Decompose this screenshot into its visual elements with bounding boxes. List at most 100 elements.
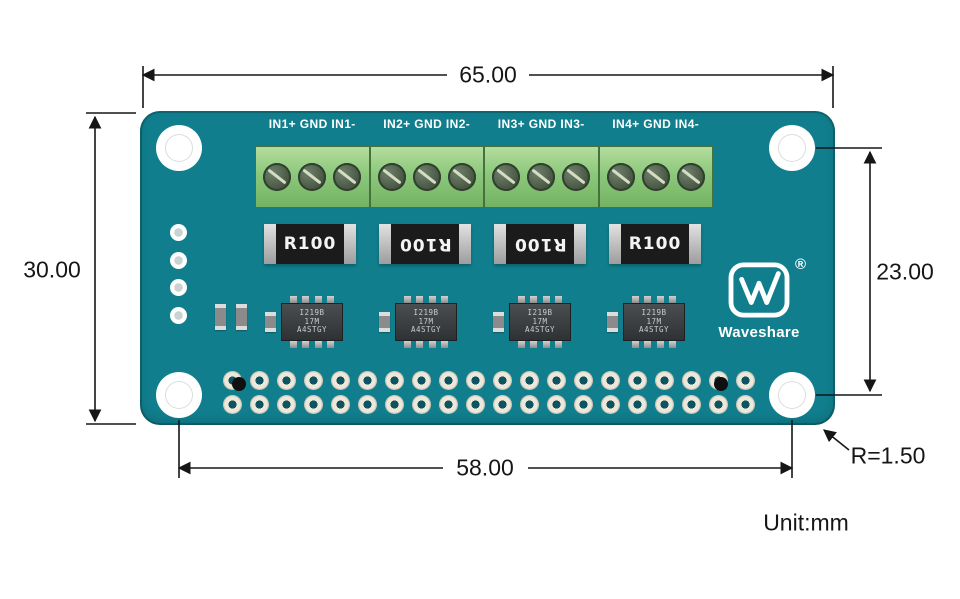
header-hole bbox=[682, 394, 701, 414]
terminal-block bbox=[598, 146, 713, 208]
header-hole bbox=[277, 371, 296, 391]
header-hole bbox=[682, 371, 701, 391]
screw-slot bbox=[452, 168, 472, 185]
side-hole bbox=[170, 224, 187, 241]
sense-ic: I219B 17M A4STGY bbox=[509, 296, 571, 348]
ic-pin bbox=[302, 341, 310, 348]
ic-pin bbox=[289, 341, 297, 348]
header-hole bbox=[304, 371, 323, 391]
header-hole bbox=[412, 371, 431, 391]
shunt-resistor: R100 bbox=[264, 224, 356, 264]
side-hole bbox=[170, 251, 187, 269]
resistor-label: R100 bbox=[398, 234, 452, 254]
terminal-block bbox=[255, 146, 370, 208]
header-hole bbox=[439, 371, 458, 391]
header-hole bbox=[628, 394, 647, 414]
registered-mark: ® bbox=[794, 256, 806, 273]
screw-slot bbox=[566, 168, 586, 185]
sense-ic: I219B 17M A4STGY bbox=[623, 296, 685, 348]
side-hole bbox=[170, 306, 187, 324]
ic-pin bbox=[403, 341, 411, 348]
header-hole bbox=[520, 371, 539, 391]
shunt-resistor: R100 bbox=[494, 224, 586, 264]
ic-marking-line: 17M bbox=[646, 316, 662, 326]
mounting-hole-top-left bbox=[156, 125, 202, 171]
terminal-label: IN2+ GND IN2- bbox=[383, 117, 471, 131]
ic-pin bbox=[517, 341, 525, 348]
screw-slot bbox=[611, 168, 631, 185]
ic-marking: I219B 17M A4STGY bbox=[623, 303, 685, 341]
header-hole bbox=[574, 371, 593, 391]
header-hole bbox=[250, 394, 269, 414]
screw-slot bbox=[382, 168, 402, 185]
ic-pin bbox=[428, 296, 436, 303]
header-hole bbox=[223, 394, 242, 414]
header-hole bbox=[250, 371, 269, 391]
header-hole bbox=[493, 371, 512, 391]
terminal-block bbox=[369, 146, 484, 208]
ic-pin bbox=[542, 296, 550, 303]
side-hole bbox=[170, 279, 187, 297]
ic-pin bbox=[669, 296, 677, 303]
terminal-label: IN1+ GND IN1- bbox=[268, 117, 356, 131]
waveshare-logo-icon bbox=[728, 262, 790, 318]
terminal-screw bbox=[527, 163, 556, 191]
ic-marking-line: 17M bbox=[304, 316, 320, 326]
ic-pins-top bbox=[395, 296, 457, 303]
header-hole bbox=[655, 371, 674, 391]
ic-pin bbox=[656, 341, 664, 348]
header-hole bbox=[304, 394, 323, 414]
terminal-screw bbox=[333, 163, 362, 191]
shunt-resistor: R100 bbox=[609, 224, 701, 264]
terminal-screw bbox=[447, 163, 476, 191]
ic-pin bbox=[530, 341, 538, 348]
ic-marking: I219B 17M A4STGY bbox=[281, 303, 343, 341]
ic-pin bbox=[441, 296, 449, 303]
terminal-label: IN3+ GND IN3- bbox=[497, 117, 585, 131]
ic-pin bbox=[542, 341, 550, 348]
header-hole bbox=[466, 371, 485, 391]
screw-slot bbox=[417, 168, 437, 185]
dimension-corner-radius: R=1.50 bbox=[850, 442, 926, 469]
mounting-hole-bottom-left bbox=[156, 372, 202, 418]
ic-pin bbox=[416, 341, 424, 348]
header-pin bbox=[232, 377, 246, 391]
header-hole bbox=[628, 371, 647, 391]
header-hole bbox=[655, 394, 674, 414]
terminal-screw bbox=[492, 163, 521, 191]
ic-pin bbox=[644, 341, 652, 348]
screw-slot bbox=[681, 168, 701, 185]
terminal-screw bbox=[377, 163, 406, 191]
screw-slot bbox=[531, 168, 551, 185]
passive-component bbox=[379, 312, 390, 332]
ic-marking-line: A4STGY bbox=[638, 325, 670, 335]
dimension-hole-spacing-vertical: 23.00 bbox=[876, 258, 934, 285]
ic-pin bbox=[669, 341, 677, 348]
header-hole bbox=[547, 394, 566, 414]
ic-pin bbox=[327, 341, 335, 348]
ic-pin bbox=[289, 296, 297, 303]
header-hole bbox=[601, 371, 620, 391]
resistor-label: R100 bbox=[283, 234, 337, 254]
passive-component bbox=[493, 312, 504, 332]
terminal-label: IN4+ GND IN4- bbox=[612, 117, 700, 131]
header-hole bbox=[439, 394, 458, 414]
header-hole bbox=[277, 394, 296, 414]
passive-component bbox=[215, 304, 226, 330]
ic-pin bbox=[416, 296, 424, 303]
terminal-screw bbox=[606, 163, 635, 191]
ic-pin bbox=[302, 296, 310, 303]
screw-slot bbox=[496, 168, 516, 185]
ic-marking-line: A4STGY bbox=[524, 325, 556, 335]
ic-marking: I219B 17M A4STGY bbox=[395, 303, 457, 341]
ic-pins-bottom bbox=[281, 341, 343, 348]
ic-pins-top bbox=[509, 296, 571, 303]
terminal-screw bbox=[263, 163, 292, 191]
header-hole bbox=[385, 394, 404, 414]
resistor-label: R100 bbox=[628, 234, 682, 254]
header-hole bbox=[736, 394, 755, 414]
header-hole bbox=[736, 371, 755, 391]
ic-pin bbox=[314, 296, 322, 303]
mounting-hole-bottom-right bbox=[769, 372, 815, 418]
